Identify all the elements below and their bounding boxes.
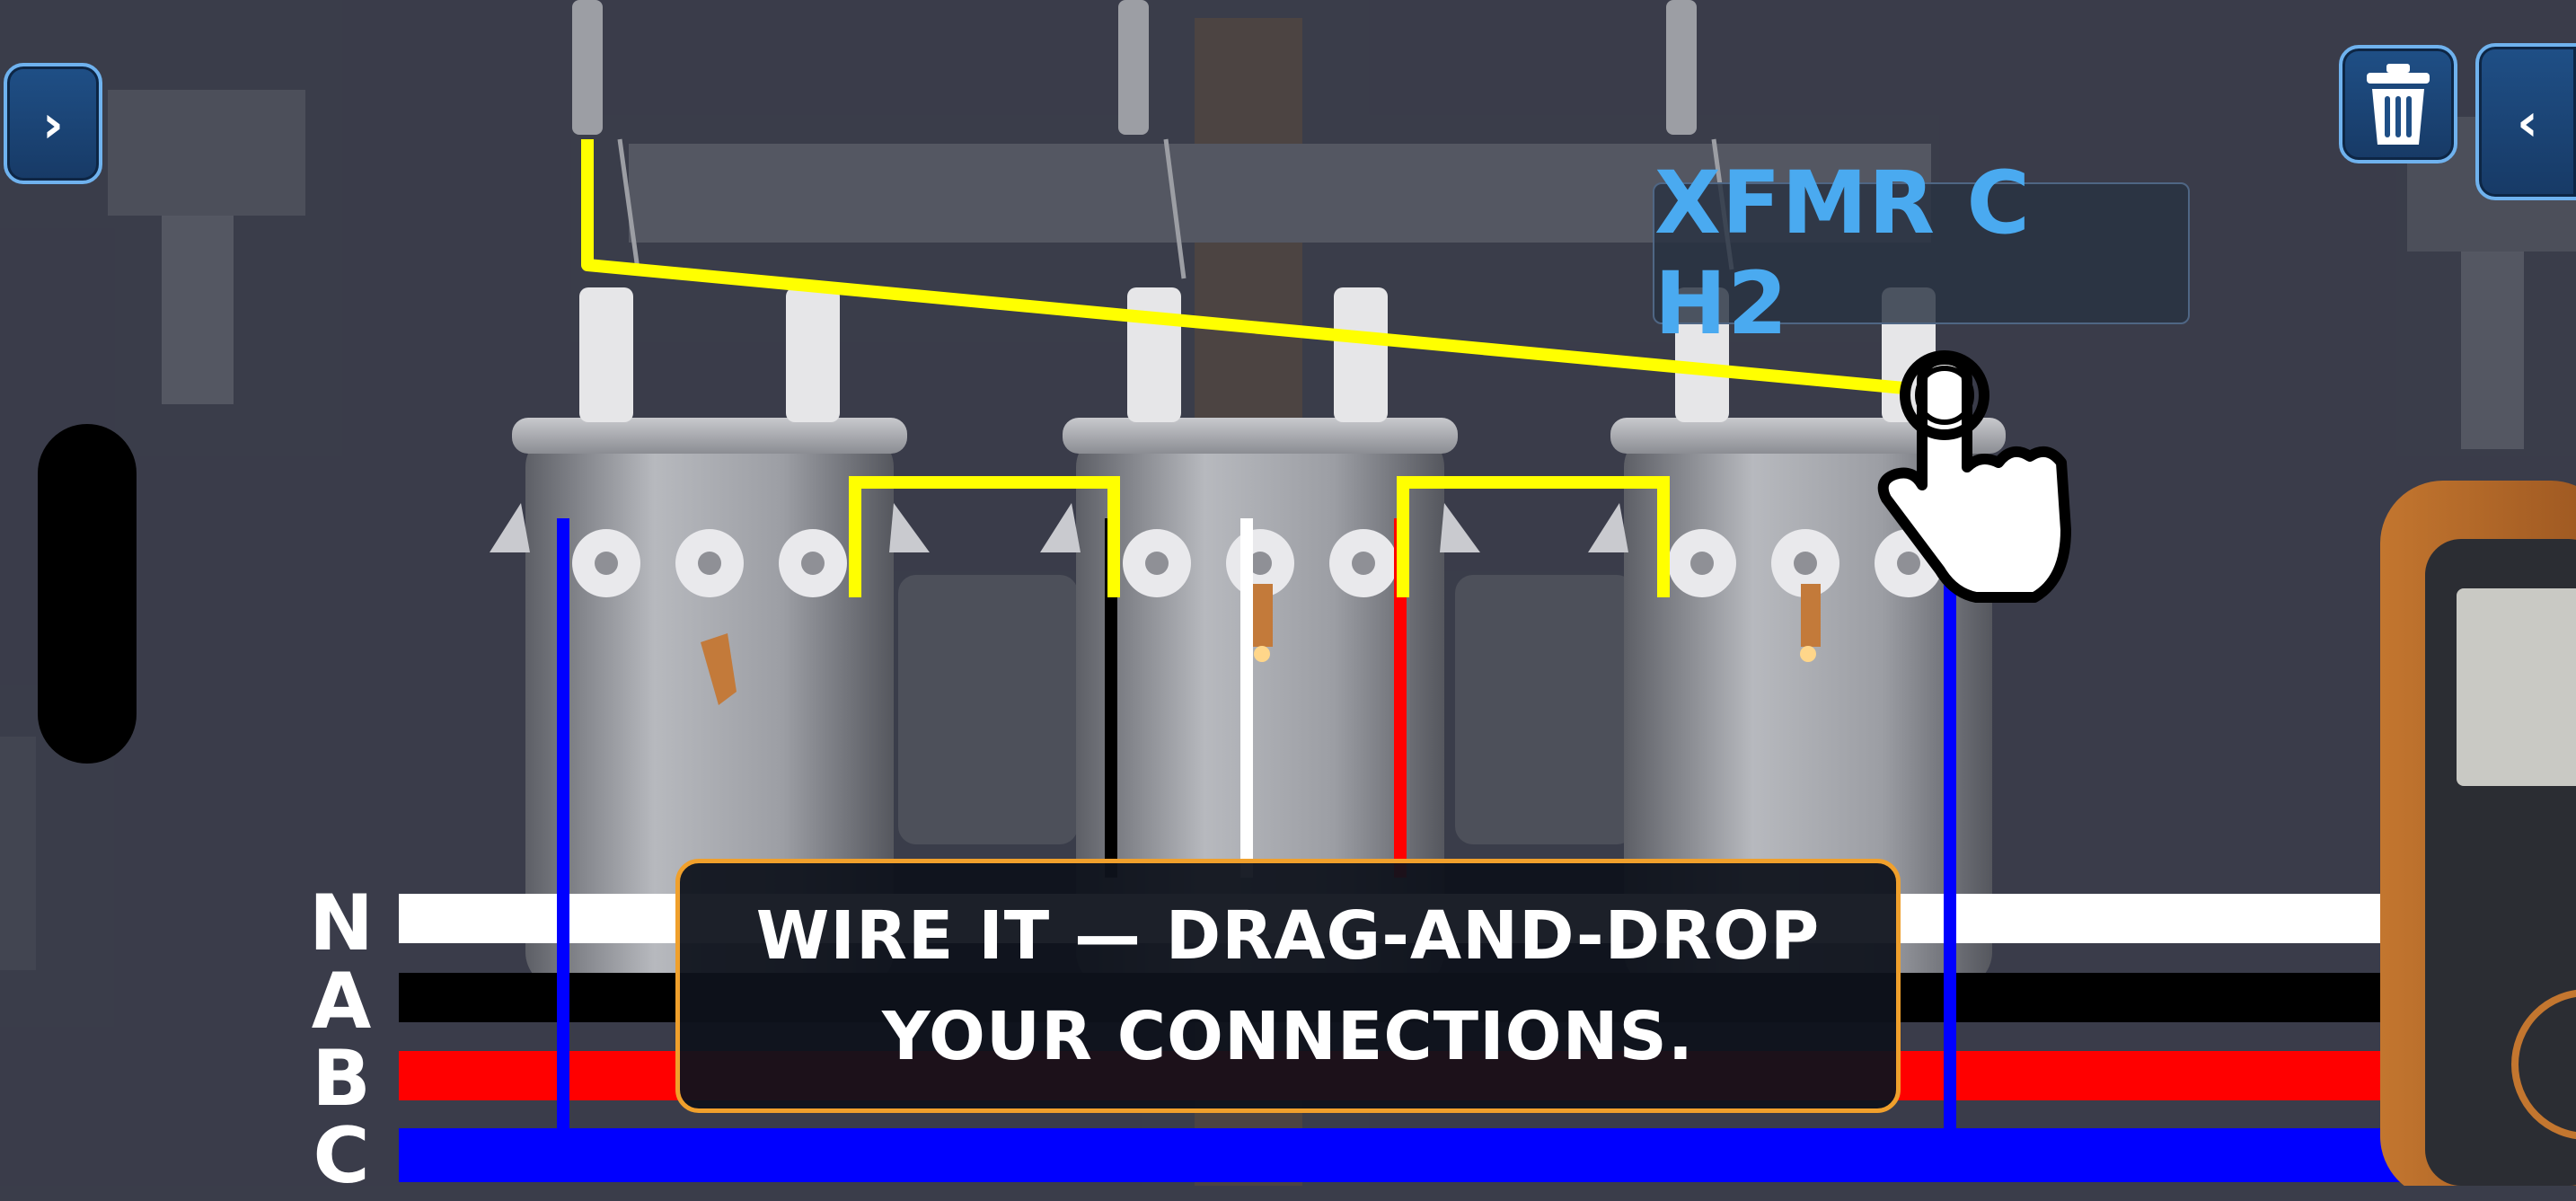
blue-lead-right[interactable] <box>1944 539 1956 1132</box>
expand-right-panel-button[interactable]: ‹ <box>2475 43 2576 200</box>
chevron-right-icon: › <box>42 93 64 155</box>
transformer-c <box>1588 287 2028 988</box>
bus-label-b: B <box>312 1034 371 1124</box>
multimeter[interactable] <box>2380 481 2576 1186</box>
trash-button[interactable] <box>2339 45 2457 163</box>
bus-label-n: N <box>309 879 374 968</box>
cutout-b <box>1118 0 1187 279</box>
bus-label-c: C <box>313 1111 370 1201</box>
white-lead[interactable] <box>1240 518 1253 878</box>
chevron-left-icon: ‹ <box>2517 91 2538 153</box>
yellow-jumper-bc[interactable] <box>1397 476 1670 597</box>
expand-left-panel-button[interactable]: › <box>4 63 102 184</box>
side-drawer-handle[interactable] <box>38 424 137 764</box>
phase-c-bus <box>399 1128 2438 1182</box>
black-lead[interactable] <box>1105 518 1117 878</box>
hand-pointer-icon <box>1877 350 2071 603</box>
bus-label-a: A <box>311 957 372 1046</box>
blue-lead-left[interactable] <box>557 518 569 1132</box>
transformer-a <box>490 287 930 988</box>
yellow-jumper-ab[interactable] <box>849 476 1120 597</box>
instruction-text: Wire it — drag-and-drop your connections… <box>755 896 1821 1075</box>
instruction-box: Wire it — drag-and-drop your connections… <box>675 859 1901 1113</box>
target-connection-label: XFMR C H2 <box>1653 153 2190 354</box>
trash-can-icon <box>2367 64 2430 145</box>
cutout-a <box>572 0 640 270</box>
yellow-drag-wire[interactable] <box>581 139 1905 394</box>
red-lead[interactable] <box>1394 518 1407 878</box>
